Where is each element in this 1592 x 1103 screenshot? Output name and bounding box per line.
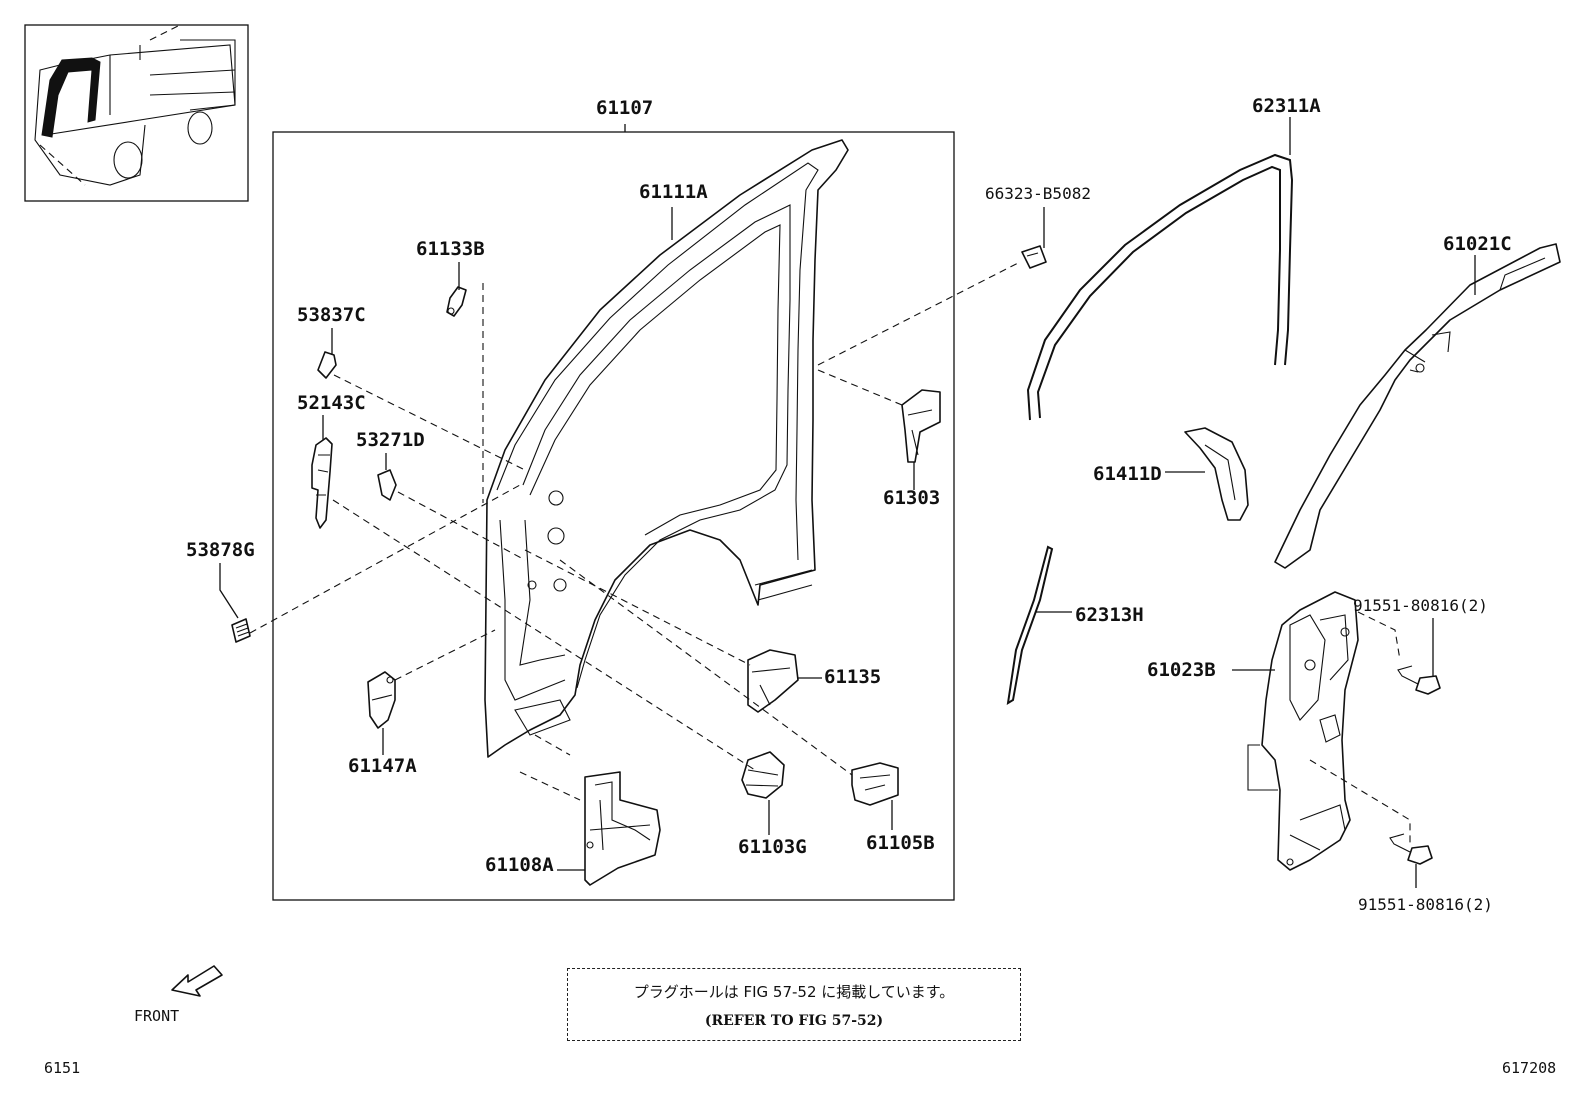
part-61105B: [851, 762, 899, 806]
vehicle-inset: [24, 24, 249, 202]
label-61023B: 61023B: [1147, 659, 1216, 681]
label-61133B: 61133B: [416, 238, 485, 260]
figure-code-right: 617208: [1502, 1059, 1557, 1077]
reference-note: プラグホールは FIG 57-52 に掲載しています。 (REFER TO FI…: [567, 968, 1021, 1041]
part-66323-B5082: [1021, 245, 1047, 269]
label-61105B: 61105B: [866, 832, 935, 854]
part-61103G: [741, 751, 785, 799]
part-62311A: [1026, 153, 1294, 421]
label-62311A: 62311A: [1252, 95, 1321, 117]
part-61108A: [584, 771, 661, 886]
label-53878G: 53878G: [186, 539, 255, 561]
bolt-91551-upper: [1397, 665, 1441, 695]
part-61147A: [367, 671, 396, 729]
part-61135: [747, 649, 799, 713]
front-label: FRONT: [134, 1007, 180, 1025]
label-61107: 61107: [596, 97, 654, 119]
label-61021C: 61021C: [1443, 233, 1512, 255]
label-61135: 61135: [824, 666, 882, 688]
reference-note-japanese: プラグホールは FIG 57-52 に掲載しています。: [633, 983, 955, 1001]
label-61111A: 61111A: [639, 181, 708, 203]
label-91551-80816-upper: 91551-80816(2): [1353, 596, 1488, 615]
part-53878G: [231, 618, 251, 643]
label-91551-80816-lower: 91551-80816(2): [1358, 895, 1493, 914]
figure-code-left: 6151: [44, 1059, 81, 1077]
front-arrow-icon: [171, 965, 223, 997]
label-53271D: 53271D: [356, 429, 425, 451]
part-61303: [901, 389, 941, 463]
label-61303: 61303: [883, 487, 941, 509]
door-frame-panel: [484, 139, 849, 758]
dashed-leader-lines: [249, 261, 1411, 845]
label-53837C: 53837C: [297, 304, 366, 326]
label-61147A: 61147A: [348, 755, 417, 777]
label-61411D: 61411D: [1093, 463, 1162, 485]
part-61023B: [1247, 591, 1359, 871]
part-53271D: [377, 469, 397, 501]
label-62313H: 62313H: [1075, 604, 1144, 626]
reference-note-english: (REFER TO FIG 57-52): [704, 1013, 884, 1029]
part-62313H: [1006, 545, 1054, 705]
label-leaders: [219, 117, 1476, 888]
assembly-box: [272, 131, 955, 901]
part-52143C: [311, 437, 333, 529]
part-53837C: [317, 351, 337, 379]
part-61021C: [1274, 243, 1561, 569]
label-52143C: 52143C: [297, 392, 366, 414]
part-61133B: [446, 286, 467, 317]
label-66323-B5082: 66323-B5082: [985, 184, 1091, 203]
part-61411D: [1184, 427, 1249, 521]
bolt-91551-lower: [1389, 833, 1433, 865]
label-61103G: 61103G: [738, 836, 807, 858]
label-61108A: 61108A: [485, 854, 554, 876]
